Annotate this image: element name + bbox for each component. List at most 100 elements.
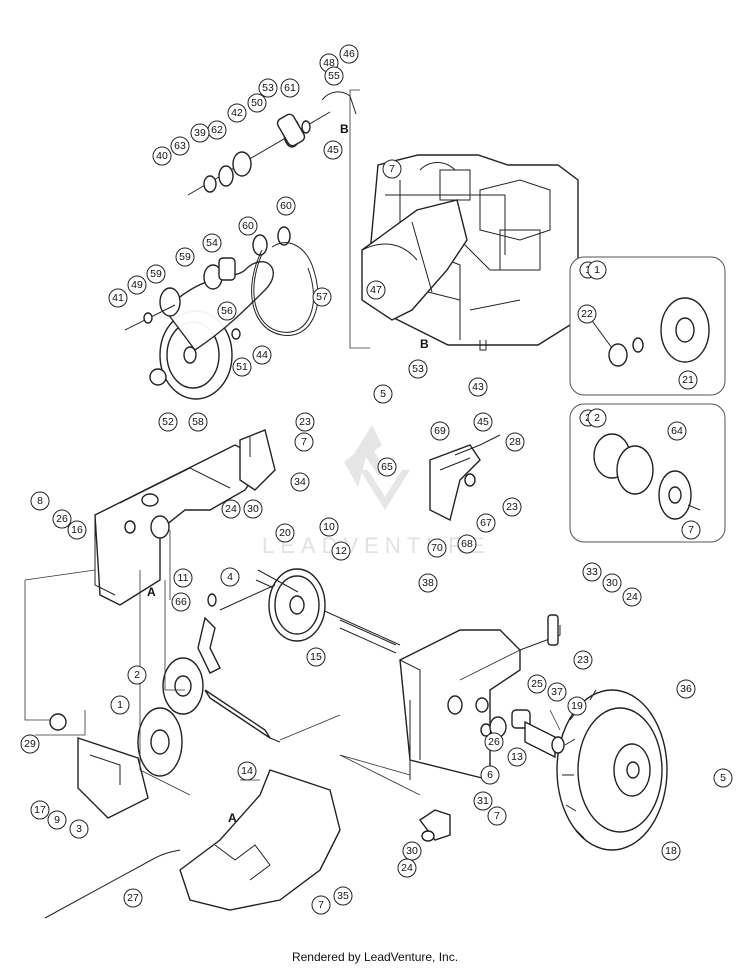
callout-18: 18	[661, 841, 681, 861]
ref-letter-b-2: B	[420, 337, 429, 351]
callout-circle	[217, 301, 237, 321]
callout-3: 3	[69, 819, 89, 839]
callout-55: 55	[324, 66, 344, 86]
callout-circle	[567, 696, 587, 716]
callout-number: 53	[412, 363, 424, 375]
callout-circle	[108, 288, 128, 308]
inset-2-parts	[593, 433, 701, 520]
callout-28: 28	[505, 432, 525, 452]
callout-9: 9	[47, 810, 67, 830]
callout-circle	[171, 592, 191, 612]
callout-number: 8	[37, 495, 43, 507]
callout-12: 12	[331, 541, 351, 561]
callout-number: 24	[225, 503, 237, 515]
callout-circle	[661, 841, 681, 861]
callout-41: 41	[108, 288, 128, 308]
callout-number: 68	[461, 538, 473, 550]
callout-59: 59	[146, 264, 166, 284]
callout-5: 5	[713, 768, 733, 788]
callout-number: 60	[280, 200, 292, 212]
callout-circle	[324, 66, 344, 86]
callout-number: 44	[256, 349, 268, 361]
callout-number: 20	[279, 527, 291, 539]
callout-38: 38	[418, 573, 438, 593]
callout-number: 43	[472, 381, 484, 393]
callout-number: 11	[178, 572, 189, 584]
callout-circle	[221, 499, 241, 519]
callout-number: 33	[586, 566, 598, 578]
callout-35: 35	[333, 886, 353, 906]
callout-circle	[587, 260, 607, 280]
callout-7: 7	[681, 520, 701, 540]
callout-circle	[306, 647, 326, 667]
callout-7: 7	[294, 432, 314, 452]
chute-bracket	[49, 713, 149, 819]
callout-10: 10	[319, 517, 339, 537]
callout-30: 30	[602, 573, 622, 593]
callout-circle	[382, 159, 402, 179]
callout-circle	[30, 491, 50, 511]
callout-number: 23	[299, 416, 311, 428]
callout-circle	[473, 412, 493, 432]
callout-46: 46	[339, 44, 359, 64]
callout-number: 5	[380, 388, 386, 400]
callout-53: 53	[408, 359, 428, 379]
callout-number: 55	[328, 70, 340, 82]
callout-number: 51	[236, 361, 248, 373]
callout-circle	[713, 768, 733, 788]
callout-circle	[227, 103, 247, 123]
callout-67: 67	[476, 513, 496, 533]
callout-circle	[275, 523, 295, 543]
callout-65: 65	[377, 457, 397, 477]
callout-circle	[243, 499, 263, 519]
callout-42: 42	[227, 103, 247, 123]
watermark-logo: LEADVENTURE	[262, 425, 485, 558]
callout-circle	[202, 233, 222, 253]
callout-24: 24	[397, 858, 417, 878]
callout-26: 26	[484, 732, 504, 752]
callout-number: 64	[671, 425, 683, 437]
callout-number: 56	[221, 305, 233, 317]
callout-number: 7	[688, 524, 694, 536]
callout-69: 69	[430, 421, 450, 441]
callout-25: 25	[527, 674, 547, 694]
callout-number: 7	[318, 899, 324, 911]
callout-circle	[667, 421, 687, 441]
callout-number: 7	[301, 436, 307, 448]
callout-number: 9	[54, 814, 60, 826]
callout-7: 7	[487, 806, 507, 826]
callout-circle	[276, 196, 296, 216]
callout-circle	[127, 665, 147, 685]
callout-number: 30	[247, 503, 259, 515]
callout-7: 7	[382, 159, 402, 179]
shift-bracket	[429, 434, 501, 522]
callout-circle	[527, 674, 547, 694]
inset-1-parts	[589, 297, 710, 367]
callout-number: 27	[127, 892, 139, 904]
callout-number: 47	[370, 284, 382, 296]
callout-circle	[312, 287, 332, 307]
callout-number: 53	[262, 82, 274, 94]
callout-circle	[430, 421, 450, 441]
callout-2: 2	[127, 665, 147, 685]
callout-circle	[678, 370, 698, 390]
callout-number: 12	[335, 545, 347, 557]
callout-5: 5	[373, 384, 393, 404]
axle-spacer-group	[489, 709, 565, 759]
callout-circle	[20, 734, 40, 754]
callout-circle	[290, 472, 310, 492]
callout-circle	[377, 457, 397, 477]
callout-number: 22	[581, 308, 593, 320]
callout-4: 4	[220, 567, 240, 587]
callout-number: 26	[488, 736, 500, 748]
callout-2: 2	[587, 408, 607, 428]
callout-number: 23	[506, 501, 518, 513]
callout-number: 62	[211, 124, 223, 136]
callout-number: 18	[665, 845, 677, 857]
callout-number: 67	[480, 517, 492, 529]
callout-number: 14	[241, 765, 253, 777]
callout-14: 14	[237, 761, 257, 781]
callout-number: 60	[242, 220, 254, 232]
callout-31: 31	[473, 791, 493, 811]
